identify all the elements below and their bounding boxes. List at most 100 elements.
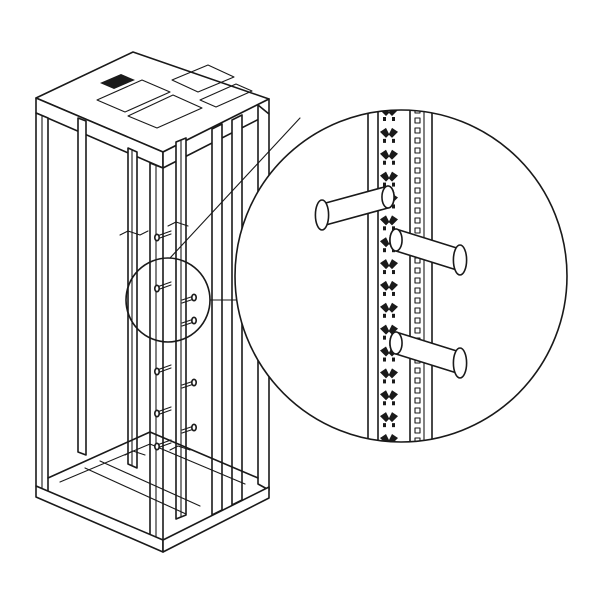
- rack-pin: [154, 364, 172, 376]
- rail-tooth-slot: [383, 313, 386, 318]
- rail-tooth-slot: [392, 401, 395, 406]
- rail-square-hole: [414, 187, 421, 194]
- rack-pin: [181, 293, 198, 304]
- rack-base-front: [35, 485, 164, 553]
- rail-tooth-slot: [392, 357, 395, 362]
- rail-square-hole: [414, 327, 421, 334]
- rail-tooth-slot: [392, 445, 395, 449]
- rail-tooth-slot: [383, 357, 386, 362]
- rail-square-hole: [414, 417, 421, 424]
- rack-pin: [181, 316, 198, 327]
- rail-square-hole: [414, 137, 421, 144]
- rail-square-hole: [414, 287, 421, 294]
- rail-square-hole: [414, 407, 421, 414]
- magnified-callout-circle: [234, 109, 568, 443]
- rail-tooth-slot: [392, 204, 395, 209]
- rail-tooth-slot: [383, 248, 386, 253]
- rack-base-side: [162, 486, 270, 553]
- rack-base-inner-frame: [47, 431, 259, 479]
- rail-tooth-slot: [383, 291, 386, 296]
- rack-top-cable-slot: [100, 74, 135, 89]
- pin-base-ring: [389, 228, 403, 252]
- rail-tooth: [380, 390, 398, 401]
- rack-pin: [181, 378, 198, 389]
- rack-pins: [154, 230, 198, 451]
- rail-tooth: [380, 215, 398, 226]
- rail-tooth: [380, 127, 398, 138]
- rail-square-hole: [414, 267, 421, 274]
- rail-break-mark: [169, 445, 191, 451]
- rack-pin: [154, 281, 172, 293]
- callout-leader-line: [169, 117, 301, 259]
- pin-base-ring: [381, 185, 395, 209]
- rail-square-hole: [414, 397, 421, 404]
- rail-square-hole: [414, 117, 421, 124]
- rack-pin: [181, 423, 198, 434]
- rail-tooth-slot: [392, 226, 395, 231]
- rail-tooth-slot: [383, 401, 386, 406]
- rail-square-hole: [414, 127, 421, 134]
- rail-square-hole: [414, 367, 421, 374]
- rail-square-hole: [414, 427, 421, 434]
- detail-pin: [389, 331, 468, 379]
- pin-head: [452, 347, 468, 379]
- rail-tooth-slot: [392, 313, 395, 318]
- rail-break-mark: [167, 221, 189, 227]
- detail-pin: [389, 228, 468, 276]
- rail-tooth-slot: [392, 423, 395, 428]
- pin-head: [452, 244, 468, 276]
- rail-tooth-slot: [383, 445, 386, 449]
- rail-tooth-slot: [383, 270, 386, 275]
- rail-square-hole: [414, 197, 421, 204]
- rail-square-hole: [414, 157, 421, 164]
- rack-rear-post: [77, 117, 87, 456]
- rack-top-panel-cutout: [96, 79, 171, 113]
- rail-tooth-slot: [392, 117, 395, 121]
- rail-square-hole: [414, 297, 421, 304]
- rail-square-hole: [414, 207, 421, 214]
- rail-tooth-slot: [392, 138, 395, 143]
- rack-cabinet: [35, 51, 270, 553]
- rail-tooth-slot: [392, 270, 395, 275]
- rail-tooth: [380, 412, 398, 423]
- rack-pin: [154, 406, 172, 418]
- rail-square-hole: [414, 147, 421, 154]
- rail-square-hole: [414, 217, 421, 224]
- rail-tooth: [380, 259, 398, 270]
- rail-tooth-slot: [383, 335, 386, 340]
- rail-tooth-slot: [392, 182, 395, 187]
- rail-tooth: [380, 302, 398, 313]
- rail-break-mark: [124, 450, 146, 456]
- rail-square-hole: [414, 177, 421, 184]
- rail-square-hole: [414, 227, 421, 234]
- rail-tooth-slot: [383, 226, 386, 231]
- rail-square-hole: [414, 377, 421, 384]
- rack-pin: [154, 439, 172, 451]
- magnified-rail-detail: [314, 110, 468, 449]
- rack-pin: [154, 230, 172, 242]
- pin-head: [314, 199, 330, 231]
- rail-square-hole: [414, 277, 421, 284]
- rail-tooth: [380, 280, 398, 291]
- rack-side-post: [211, 123, 223, 516]
- rail-tooth-slot: [392, 379, 395, 384]
- detail-pins: [314, 185, 468, 379]
- rail-tooth-slot: [383, 379, 386, 384]
- rail-square-hole: [414, 307, 421, 314]
- rail-square-hole: [414, 387, 421, 394]
- rack-top-panel-cutout: [171, 64, 235, 93]
- rail-tooth-slot: [383, 182, 386, 187]
- rail-square-hole: [414, 167, 421, 174]
- rail-tooth: [380, 110, 398, 116]
- rail-tooth: [380, 149, 398, 160]
- rack-top-panel-cutout: [199, 83, 253, 108]
- rail-tooth-slot: [392, 291, 395, 296]
- rail-break-mark: [119, 230, 149, 236]
- rail-tooth-slot: [383, 160, 386, 165]
- rail-tooth: [380, 171, 398, 182]
- rail-tooth-slot: [392, 160, 395, 165]
- pin-base-ring: [389, 331, 403, 355]
- rail-tooth-slot: [383, 117, 386, 121]
